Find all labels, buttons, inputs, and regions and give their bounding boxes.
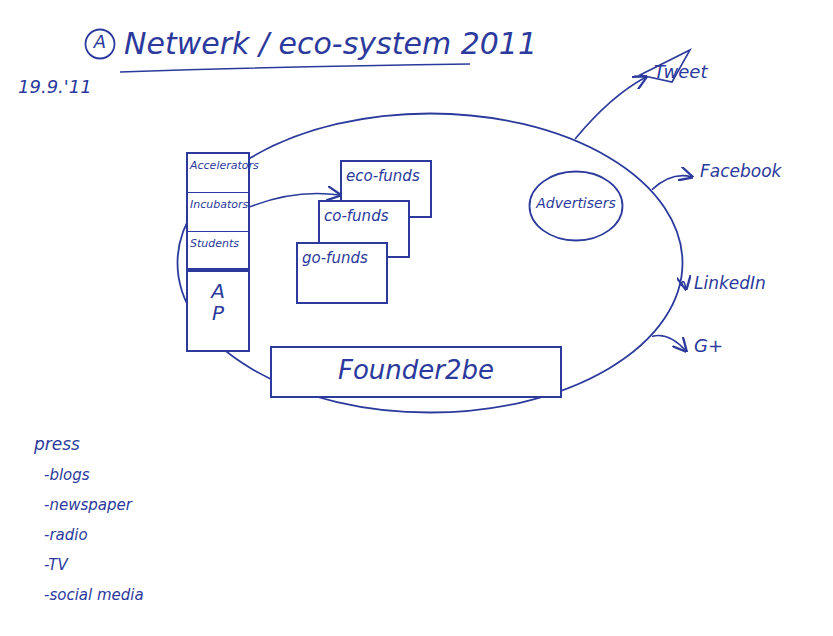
node-text: G+ xyxy=(690,334,740,356)
node-text: go-funds xyxy=(298,244,386,267)
connector-arrow xyxy=(681,282,686,289)
node-text: A P xyxy=(210,272,226,324)
title-underline xyxy=(120,64,470,72)
channel-node: Facebook xyxy=(696,160,806,190)
channel-node: G+ xyxy=(690,334,740,364)
circle-node: Advertisers xyxy=(528,170,624,242)
connector-arrow xyxy=(652,176,692,190)
connector-arrow xyxy=(652,335,686,351)
node-text: Students xyxy=(188,232,248,270)
process-box: AcceleratorsIncubatorsStudents xyxy=(186,152,250,270)
note-label: -newspaper xyxy=(44,496,132,514)
channel-node: Tweet xyxy=(650,60,730,90)
circle-node: A xyxy=(84,28,116,60)
note-label: -social media xyxy=(44,586,144,604)
node-text: LinkedIn xyxy=(690,272,794,293)
diagram-title: Netwerk / eco-system 2011 xyxy=(124,26,537,61)
node-text: co-funds xyxy=(320,202,408,225)
process-box: Founder2be xyxy=(270,346,562,398)
channel-node: LinkedIn xyxy=(690,272,794,302)
note-label: -TV xyxy=(44,556,68,574)
note-label: 19.9.'11 xyxy=(18,76,92,97)
node-text: Founder2be xyxy=(272,348,560,385)
note-label: press xyxy=(34,434,80,454)
process-box: go-funds xyxy=(296,242,388,304)
note-label: -radio xyxy=(44,526,88,544)
node-text: Accelerators xyxy=(188,154,248,193)
node-text: Facebook xyxy=(696,160,806,181)
connector-arrow xyxy=(575,77,646,139)
ecosystem-ellipse: AcceleratorsIncubatorsStudents A P eco-fun… xyxy=(176,112,684,414)
node-text: Tweet xyxy=(650,60,730,82)
node-text: A xyxy=(84,28,116,52)
note-label: -blogs xyxy=(44,466,90,484)
process-box: A P xyxy=(186,270,250,352)
node-text: eco-funds xyxy=(342,162,430,185)
node-text: Incubators xyxy=(188,193,248,232)
node-text: Advertisers xyxy=(528,170,624,211)
